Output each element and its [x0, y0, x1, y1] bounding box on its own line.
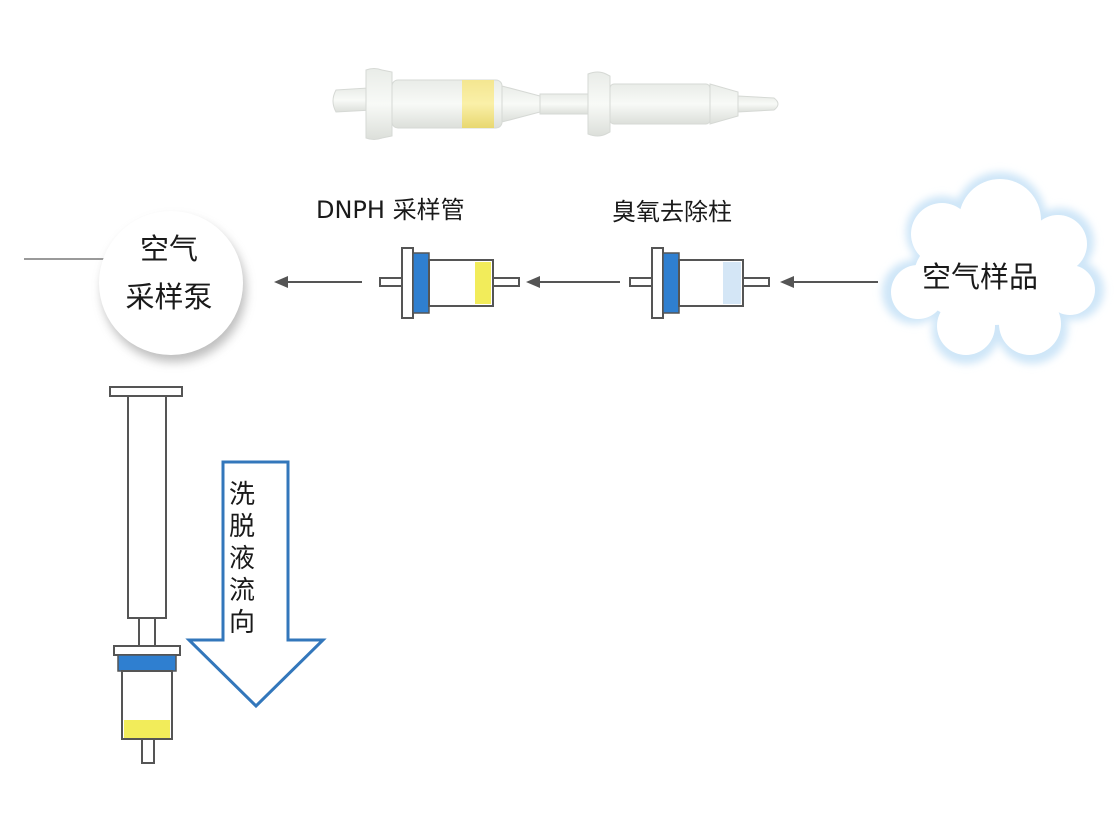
eluent-flow-label: 洗 脱 液 流 向 — [227, 479, 257, 639]
pump-label-line1: 空气 — [139, 232, 198, 266]
eluent-char: 液 — [228, 544, 255, 574]
ozone-scrubber-icon — [629, 247, 770, 319]
dnph-tube-icon — [379, 247, 520, 319]
sampling-pump — [24, 211, 246, 362]
eluent-char: 向 — [228, 608, 255, 638]
eluent-char: 洗 — [228, 480, 255, 510]
air-sample-cloud — [882, 172, 1104, 364]
air-sample-label: 空气样品 — [922, 260, 1039, 294]
flow-arrows — [274, 276, 878, 288]
eluent-direction-arrow — [185, 460, 327, 709]
sampling-pump-label: 空气 采样泵 — [108, 225, 230, 321]
cartridge-photo — [332, 68, 779, 140]
dnph-tube-label: DNPH 采样管 — [316, 196, 465, 224]
ozone-scrubber-label: 臭氧去除柱 — [612, 198, 732, 226]
pump-label-line2: 采样泵 — [125, 280, 213, 314]
eluent-char: 脱 — [228, 512, 255, 542]
eluent-char: 流 — [228, 576, 255, 606]
elution-syringe — [109, 386, 183, 764]
